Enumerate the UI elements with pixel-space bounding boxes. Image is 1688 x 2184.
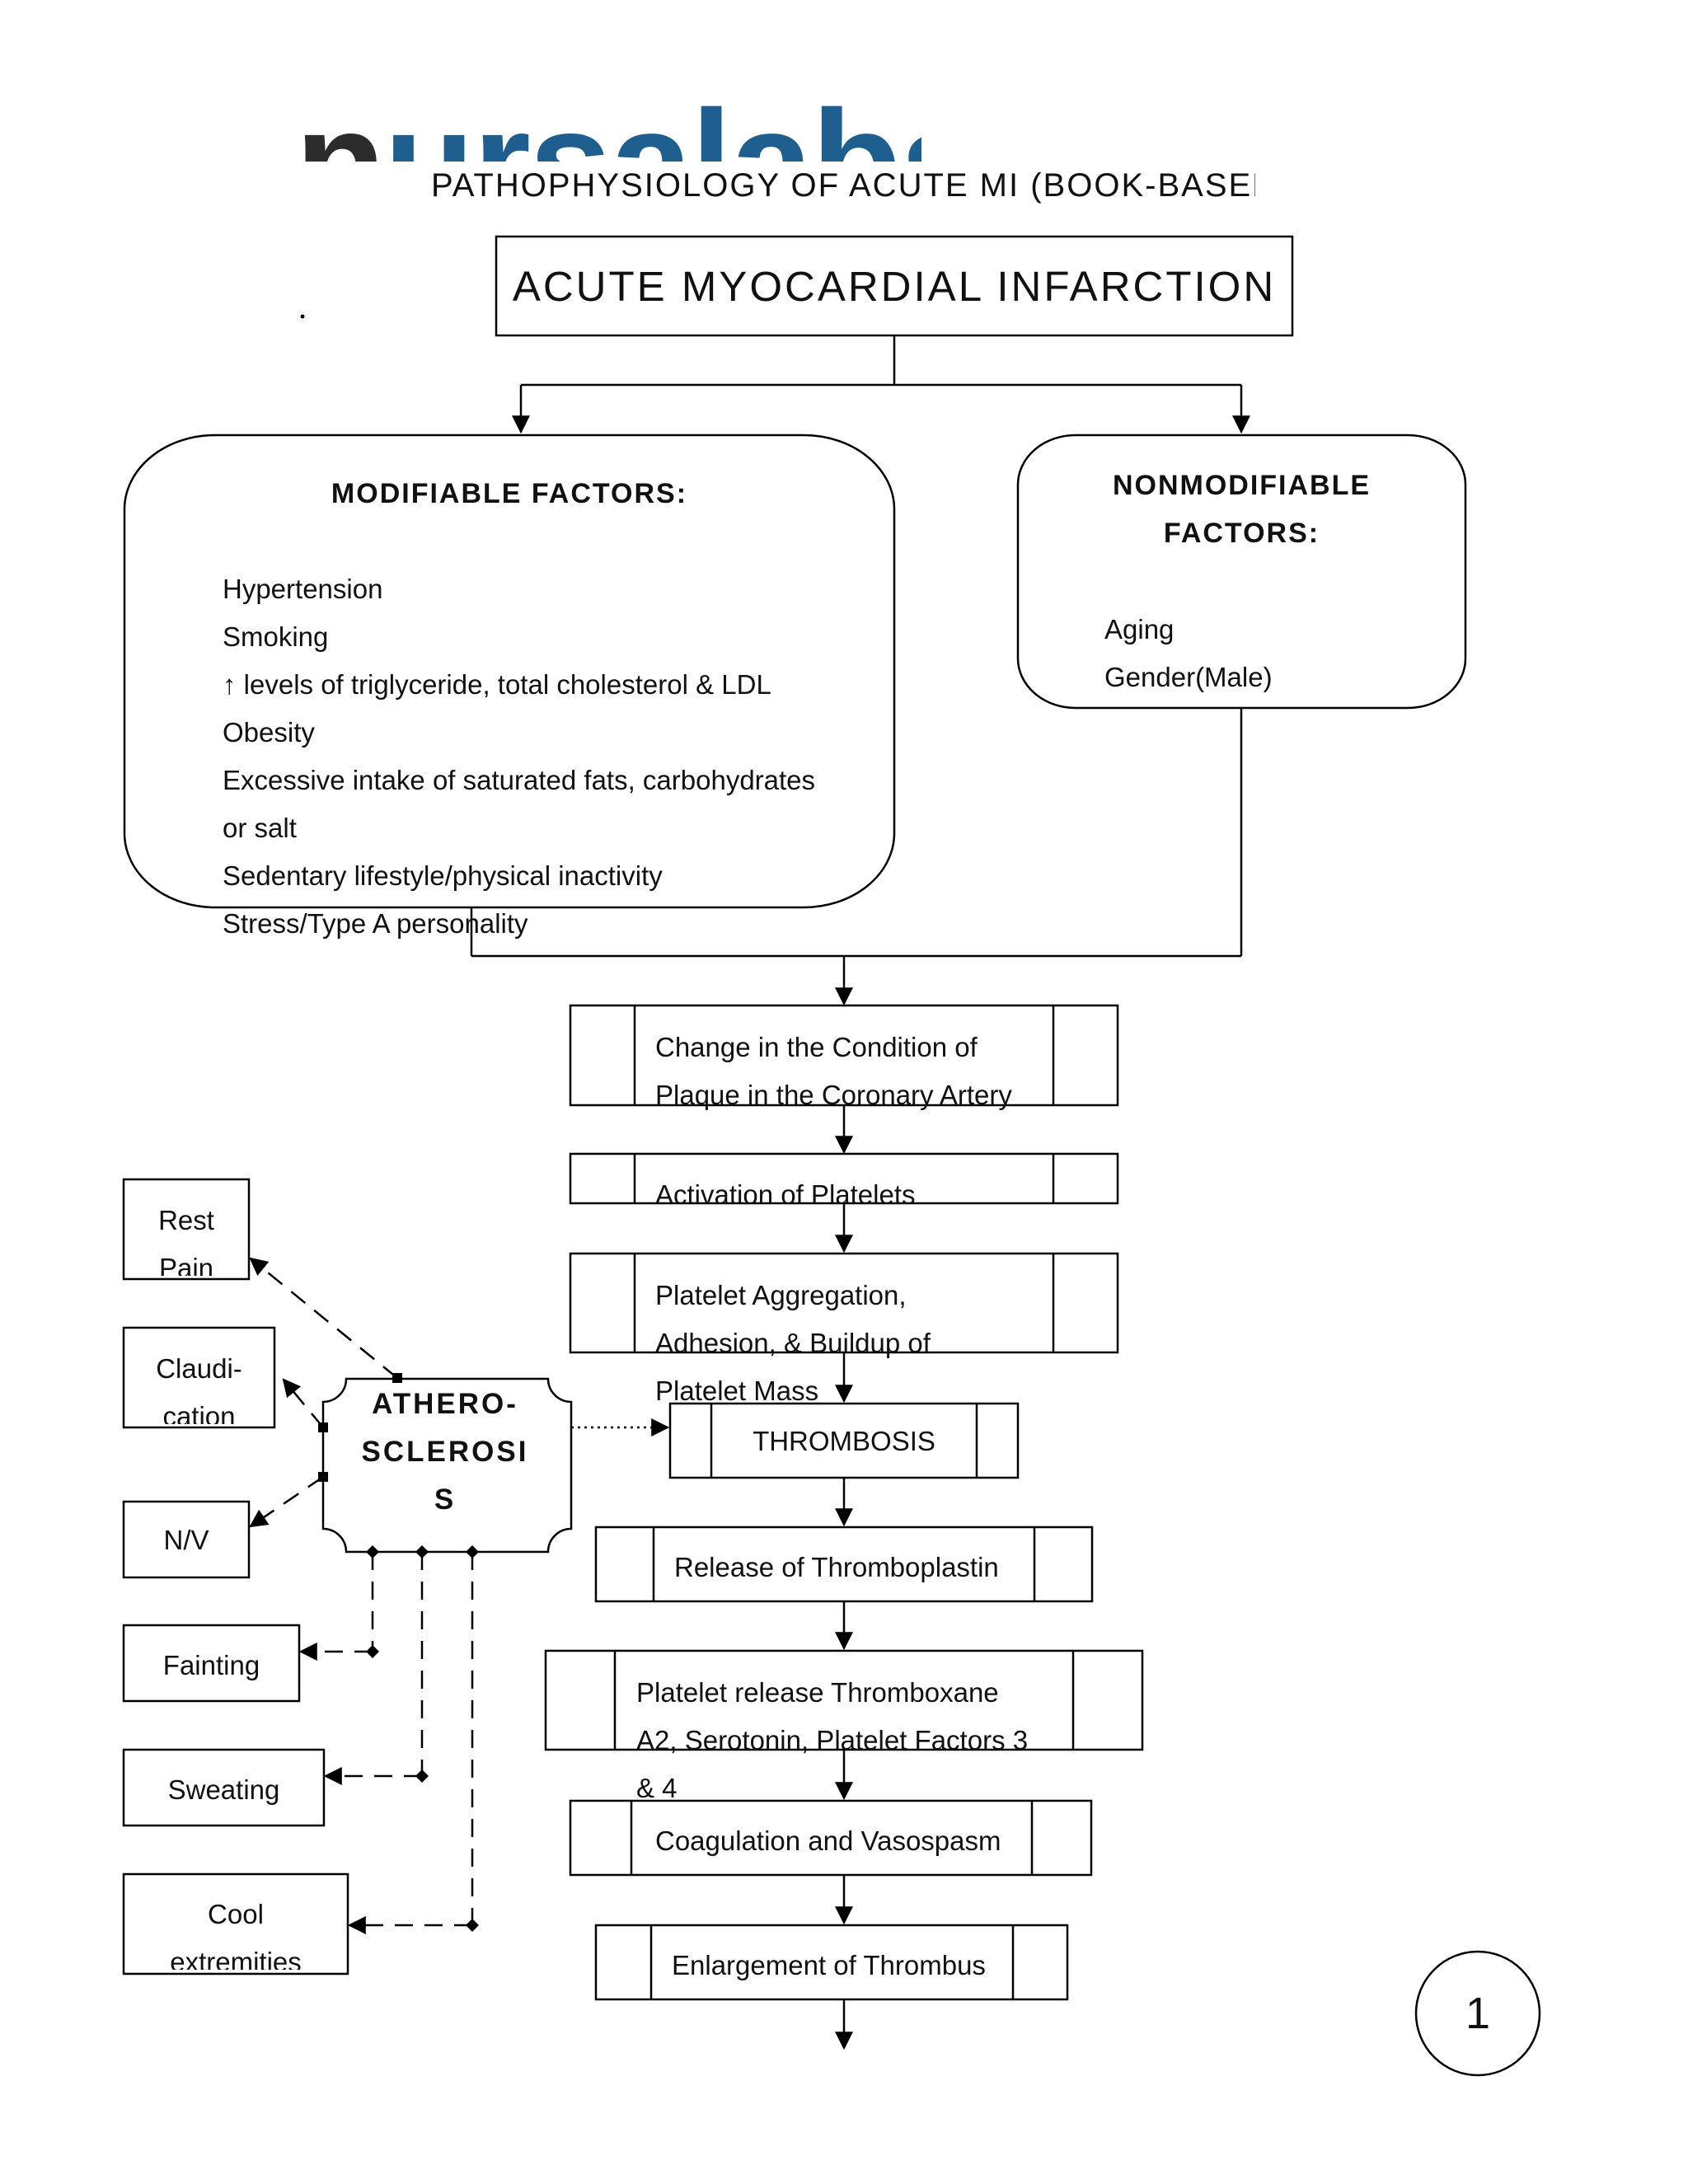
cool-extremities-label: Cool extremities [125, 1891, 346, 1970]
nonmodifiable-factor: Aging [1104, 614, 1175, 644]
flow-step-text: Plaque in the Coronary Artery [655, 1080, 1012, 1110]
flow-step-text: Enlargement of Thrombus [672, 1950, 986, 1980]
symptom-text: Pain [158, 1253, 214, 1276]
symptom-text: Claudi- [156, 1353, 242, 1384]
nonmodifiable-factors-heading: FACTORS: [1163, 518, 1320, 549]
claudication-label: Claudi-cation [125, 1345, 273, 1424]
nv-box [122, 1500, 251, 1579]
logo-letter: n [295, 89, 386, 162]
logo: nursalabs [295, 89, 921, 162]
nonmodifiable-factor: Gender(Male) [1104, 662, 1273, 692]
flow-box-enlargement [594, 1924, 1069, 2001]
flow-step-text: A2, Serotonin, Platelet Factors 3 [636, 1725, 1029, 1755]
symptom-text: cation [162, 1401, 236, 1424]
symptom-text: N/V [163, 1525, 209, 1555]
modifiable-factor: Smoking [223, 621, 329, 652]
flow-box-coagulation [569, 1799, 1093, 1877]
logo-text: ursalabs [384, 89, 921, 162]
flow-step-text: Platelet release Thromboxane [636, 1677, 999, 1708]
flow-step-text: & 4 [636, 1773, 678, 1803]
symptom-text: Cool [208, 1899, 264, 1929]
page-number: 1 [1465, 1989, 1491, 2038]
modifiable-factors-box [123, 434, 896, 909]
fainting-label: Fainting [125, 1642, 298, 1691]
modifiable-factor: or salt [223, 813, 297, 843]
sweating-label: Sweating [125, 1766, 322, 1816]
modifiable-factor: Excessive intake of saturated fats, carb… [223, 765, 816, 795]
symptom-text: extremities [170, 1947, 302, 1970]
flow-step-text: Change in the Condition of [655, 1032, 978, 1062]
symptom-text: Rest [158, 1205, 214, 1235]
nv-label: N/V [125, 1516, 247, 1566]
flow-step-text: Adhesion, & Buildup of [655, 1328, 931, 1358]
flow-step-text: Release of Thromboplastin [674, 1552, 999, 1582]
modifiable-factor: ↑ levels of triglyceride, total choleste… [223, 669, 771, 700]
nonmodifiable-factors-heading: NONMODIFIABLE [1112, 470, 1372, 501]
atherosclerosis-box [321, 1377, 573, 1554]
rest-pain-box [122, 1178, 251, 1281]
flow-step-text: THROMBOSIS [753, 1426, 935, 1456]
sweating-box [122, 1748, 326, 1827]
claudication-box [122, 1326, 276, 1429]
modifiable-factor: Stress/Type A personality [223, 908, 528, 939]
atherosclerosis-line: ATHERO- [372, 1388, 518, 1420]
symptom-text: Fainting [162, 1650, 260, 1680]
page-title: PATHOPHYSIOLOGY OF ACUTE MI (BOOK-BASED) [431, 167, 1255, 204]
fainting-box [122, 1624, 301, 1703]
flow-step-text: Platelet Mass [655, 1376, 819, 1406]
flow-step-text: Platelet Aggregation, [655, 1280, 907, 1310]
modifiable-factor: Sedentary lifestyle/physical inactivity [223, 860, 663, 891]
modifiable-factor: Hypertension [223, 574, 383, 604]
modifiable-factor: Obesity [223, 717, 315, 748]
main-title: ACUTE MYOCARDIAL INFARCTION [512, 262, 1277, 310]
flow-step-text: Coagulation and Vasospasm [655, 1825, 1001, 1856]
page-number-circle [1414, 1950, 1541, 2077]
symptom-text: Sweating [167, 1774, 280, 1805]
modifiable-factors-heading: MODIFIABLE FACTORS: [331, 478, 688, 509]
atherosclerosis-line: S [434, 1483, 457, 1516]
flow-step-text: Activation of Platelets [655, 1179, 916, 1203]
atherosclerosis-line: SCLEROSI [361, 1436, 529, 1468]
atherosclerosis-label: ATHERO- SCLEROSI S [321, 1380, 569, 1524]
